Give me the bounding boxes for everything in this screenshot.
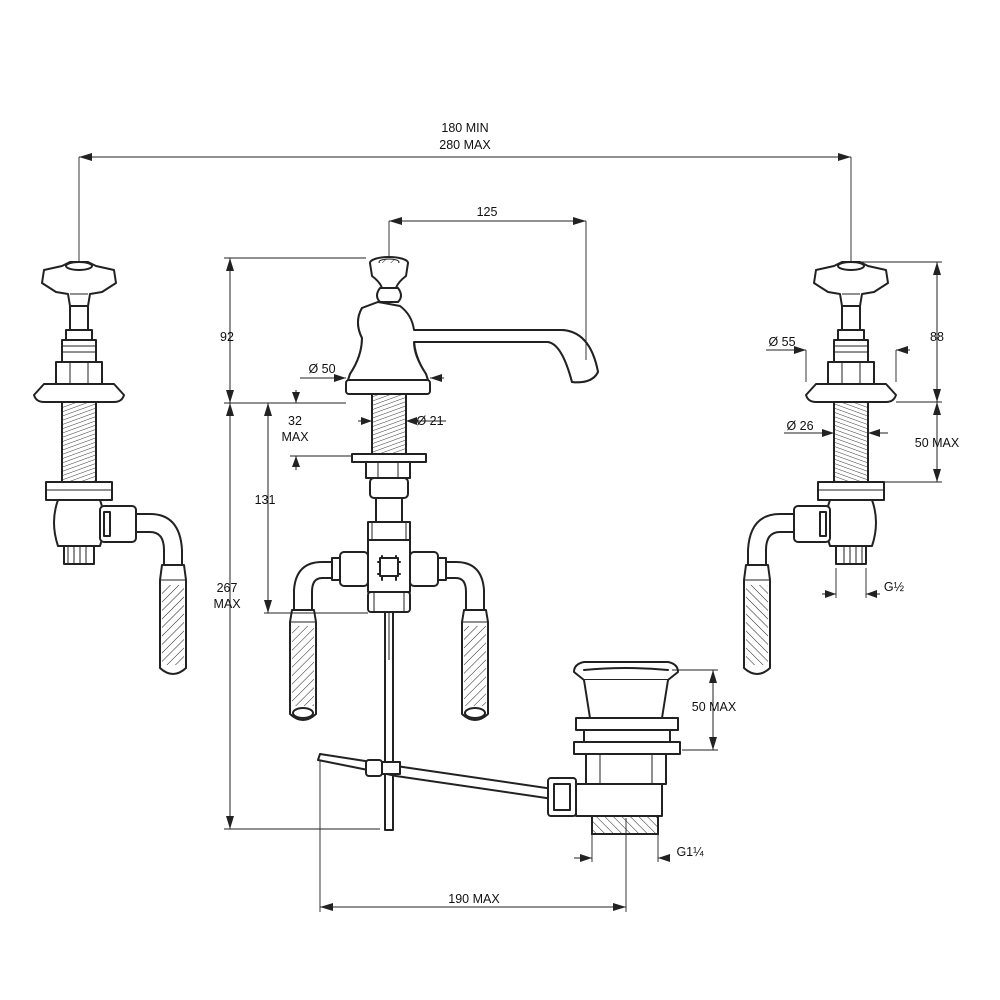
right-valve [743,261,897,675]
label-overall-1: 267 [217,581,238,595]
label-tail-diameter: Ø 21 [416,414,443,428]
waste [317,661,681,835]
label-waste-thread: G1¼ [676,845,704,859]
label-overall-2: MAX [213,597,241,611]
label-tail-length: 131 [255,493,276,507]
label-flange-diameter: Ø 55 [768,335,795,349]
label-valve-deck: 50 MAX [915,436,960,450]
label-spout-reach: 125 [477,205,498,219]
label-valve-thread: G½ [884,580,905,594]
label-base-diameter: Ø 50 [308,362,335,376]
dimension-labels: 180 MIN 280 MAX 125 92 Ø 50 Ø 21 32 MAX … [213,121,959,906]
label-spread-min: 180 MIN [441,121,488,135]
label-spout-height: 92 [220,330,234,344]
label-deck-thickness-1: 32 [288,414,302,428]
label-deck-thickness-2: MAX [281,430,309,444]
label-handle-height: 88 [930,330,944,344]
center-spout [289,256,599,831]
left-valve [33,261,187,675]
label-valve-diameter: Ø 26 [786,419,813,433]
label-rod-length: 190 MAX [448,892,500,906]
label-spread-max: 280 MAX [439,138,491,152]
dimension-lines [78,153,942,912]
label-waste-deck: 50 MAX [692,700,737,714]
